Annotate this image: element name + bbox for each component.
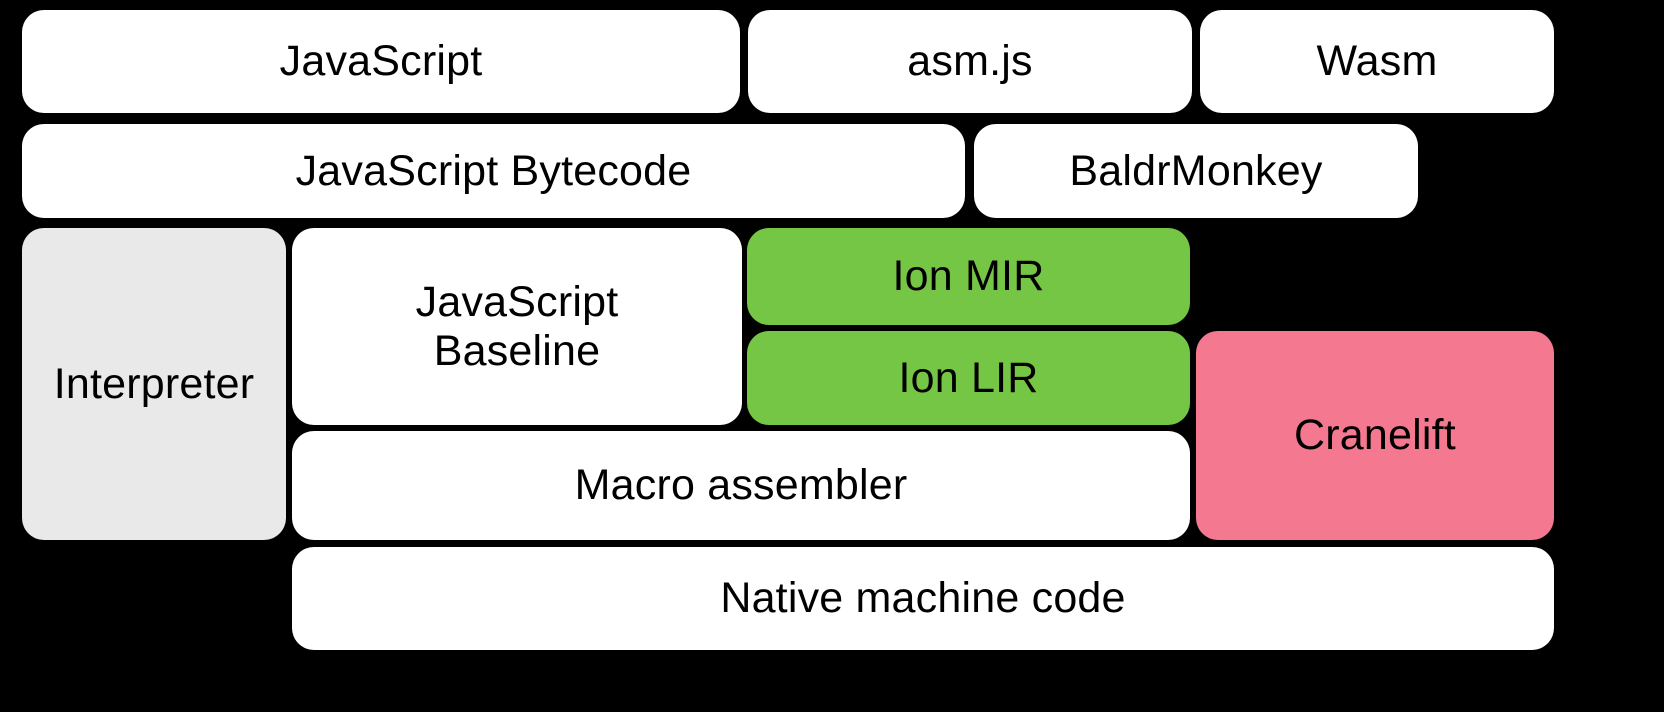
node-wasm: Wasm [1200, 10, 1554, 113]
node-javascript-bytecode: JavaScript Bytecode [22, 124, 965, 218]
node-ion-lir: Ion LIR [747, 331, 1190, 425]
node-interpreter: Interpreter [22, 228, 286, 540]
node-macro-assembler: Macro assembler [292, 431, 1190, 540]
node-javascript-baseline: JavaScript Baseline [292, 228, 742, 425]
node-javascript: JavaScript [22, 10, 740, 113]
node-asmjs: asm.js [748, 10, 1192, 113]
node-baldrmonkey: BaldrMonkey [974, 124, 1418, 218]
node-ion-mir: Ion MIR [747, 228, 1190, 325]
node-native-machine-code: Native machine code [292, 547, 1554, 650]
node-cranelift: Cranelift [1196, 331, 1554, 540]
